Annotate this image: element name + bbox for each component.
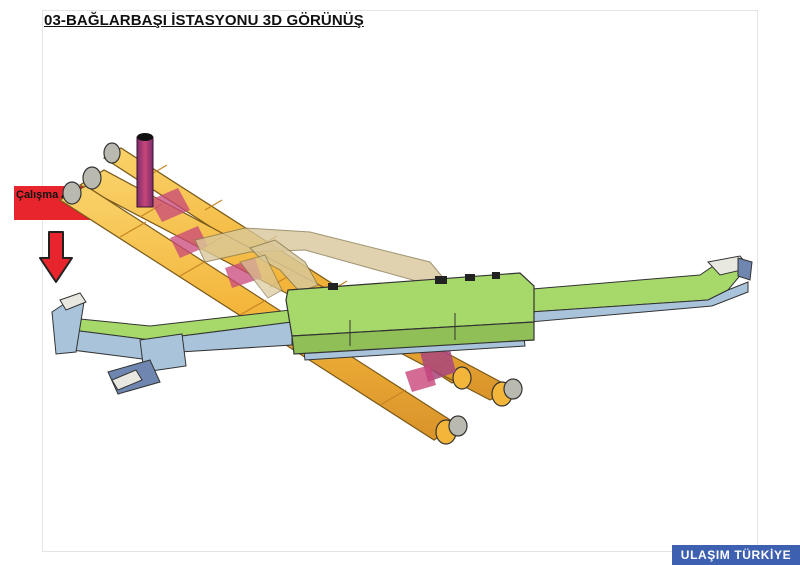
- brand-badge: ULAŞIM TÜRKİYE: [672, 545, 800, 565]
- page-title: 03-BAĞLARBAŞI İSTASYONU 3D GÖRÜNÜŞ: [44, 12, 364, 29]
- station-box: [285, 272, 535, 355]
- east-connector: [519, 255, 753, 323]
- ventilation-shaft: [136, 133, 154, 208]
- tunnel-end-caps: [62, 142, 523, 445]
- drawing-frame: [42, 10, 758, 552]
- down-arrow-icon: [39, 231, 73, 283]
